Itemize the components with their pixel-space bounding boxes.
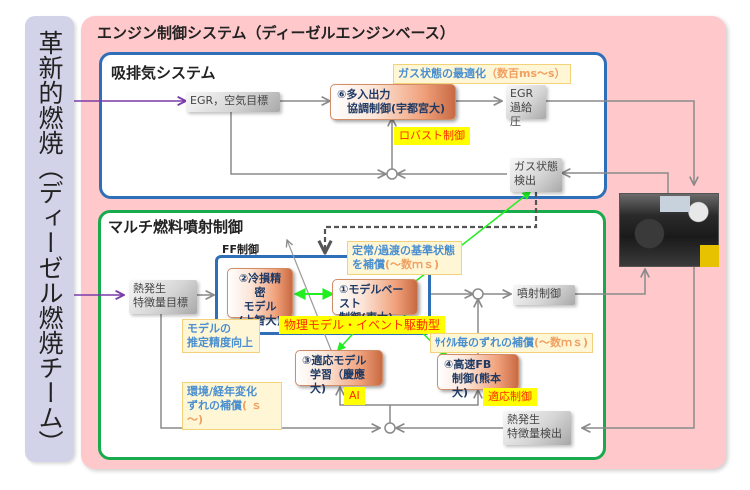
- cycle-note-accent: (～数ｍｓ): [534, 336, 589, 349]
- cycle-deviation-note: ｻｲｸﾙ毎のずれの補償(～数ｍｓ): [430, 333, 594, 353]
- controller1-model-based-box: ①モデルベースト 制御(東大): [332, 279, 418, 324]
- controller2-cooling-loss-model-box: ②冷損精密 モデル (上智大): [227, 268, 293, 327]
- team-label: 革新的燃焼（ディーゼル燃焼チーム）: [35, 30, 64, 455]
- env-note-accent: ( ｓ～): [187, 399, 262, 426]
- controller2-line1: ②冷損精密: [238, 272, 282, 299]
- gas-optimization-note-accent: （数百ms～s）: [486, 67, 566, 80]
- injection-control-box: 噴射制御: [513, 285, 575, 305]
- heat-target-line2: 特徴量目標: [133, 296, 188, 309]
- heat-release-target-box: 熱発生 特徴量目標: [129, 280, 197, 314]
- ai-tag: AI: [344, 387, 365, 405]
- gas-optimization-note-text: ガス状態の最適化: [398, 67, 486, 80]
- controller3-adaptive-learning-box: ③適応モデル 学習（慶應大): [295, 350, 383, 395]
- model-note-line1: モデルの: [187, 322, 231, 335]
- adaptive-control-tag: 適応制御: [483, 388, 537, 406]
- controller1-line1: ①モデルベースト: [339, 283, 404, 310]
- model-accuracy-note: モデルの 推定精度向上: [182, 319, 260, 353]
- physical-model-event-driven-tag: 物理モデル・イベント駆動型: [279, 316, 446, 334]
- gas-detect-line1: ガス状態: [514, 160, 558, 173]
- gas-optimization-note: ガス状態の最適化（数百ms～s）: [393, 64, 571, 84]
- controller3-line1: ③適応モデル: [302, 354, 367, 367]
- controller4-fast-fb-box: ④高速FB 制御(熊本大): [437, 354, 519, 399]
- multi-fuel-injection-title: マルチ燃料噴射制御: [108, 218, 244, 236]
- heat-target-line1: 熱発生: [133, 282, 166, 295]
- steady-note-accent: (～数ｍｓ): [385, 258, 440, 271]
- engine-photo-yellow-detail: [700, 245, 719, 267]
- controller4-line1: ④高速FB: [444, 358, 492, 371]
- controller6-line1: ⑥多入出力: [337, 88, 391, 101]
- system-title: エンジン制御システム（ディーゼルエンジンベース）: [97, 24, 455, 42]
- controller6-line2: 協調制御(宇都宮大): [347, 102, 446, 115]
- steady-note-line1: 定常/過渡の基準状態: [352, 244, 456, 257]
- egr-air-target-box: EGR，空気目標: [186, 92, 280, 112]
- cycle-note-text: ｻｲｸﾙ毎のずれの補償: [435, 336, 534, 349]
- env-note-line2: ずれの補償: [187, 399, 242, 412]
- steady-transient-note: 定常/過渡の基準状態 を補償(～数ｍｓ): [347, 241, 462, 275]
- controller3-line2: 学習（慶應大): [310, 368, 365, 395]
- controller2-line2: モデル: [243, 300, 277, 313]
- env-note-line1: 環境/経年変化: [187, 385, 258, 398]
- model-note-line2: 推定精度向上: [187, 336, 253, 349]
- heat-release-detection-box: 熱発生 特徴量検出: [503, 411, 571, 445]
- team-panel: [25, 16, 74, 462]
- gas-state-detection-box: ガス状態 検出: [510, 158, 562, 192]
- environment-aging-note: 環境/経年変化 ずれの補償( ｓ～): [182, 382, 282, 430]
- heat-detect-line1: 熱発生: [507, 413, 540, 426]
- controller6-multi-io-box: ⑥多入出力 協調制御(宇都宮大): [330, 84, 456, 120]
- robust-control-tag: ロバスト制御: [394, 127, 470, 145]
- steady-note-line2: を補償: [352, 258, 385, 271]
- intake-exhaust-title: 吸排気システム: [111, 64, 216, 82]
- engine-photo-panel-detail: [660, 196, 690, 212]
- controller4-line2: 制御(熊本大): [452, 372, 502, 399]
- gas-detect-line2: 検出: [514, 174, 536, 187]
- heat-detect-line2: 特徴量検出: [507, 427, 562, 440]
- egr-boost-line1: EGR: [510, 87, 534, 100]
- egr-boost-line2: 過給圧: [510, 101, 532, 128]
- ff-control-label: FF制御: [222, 243, 260, 256]
- egr-boost-pressure-box: EGR 過給圧: [506, 85, 546, 128]
